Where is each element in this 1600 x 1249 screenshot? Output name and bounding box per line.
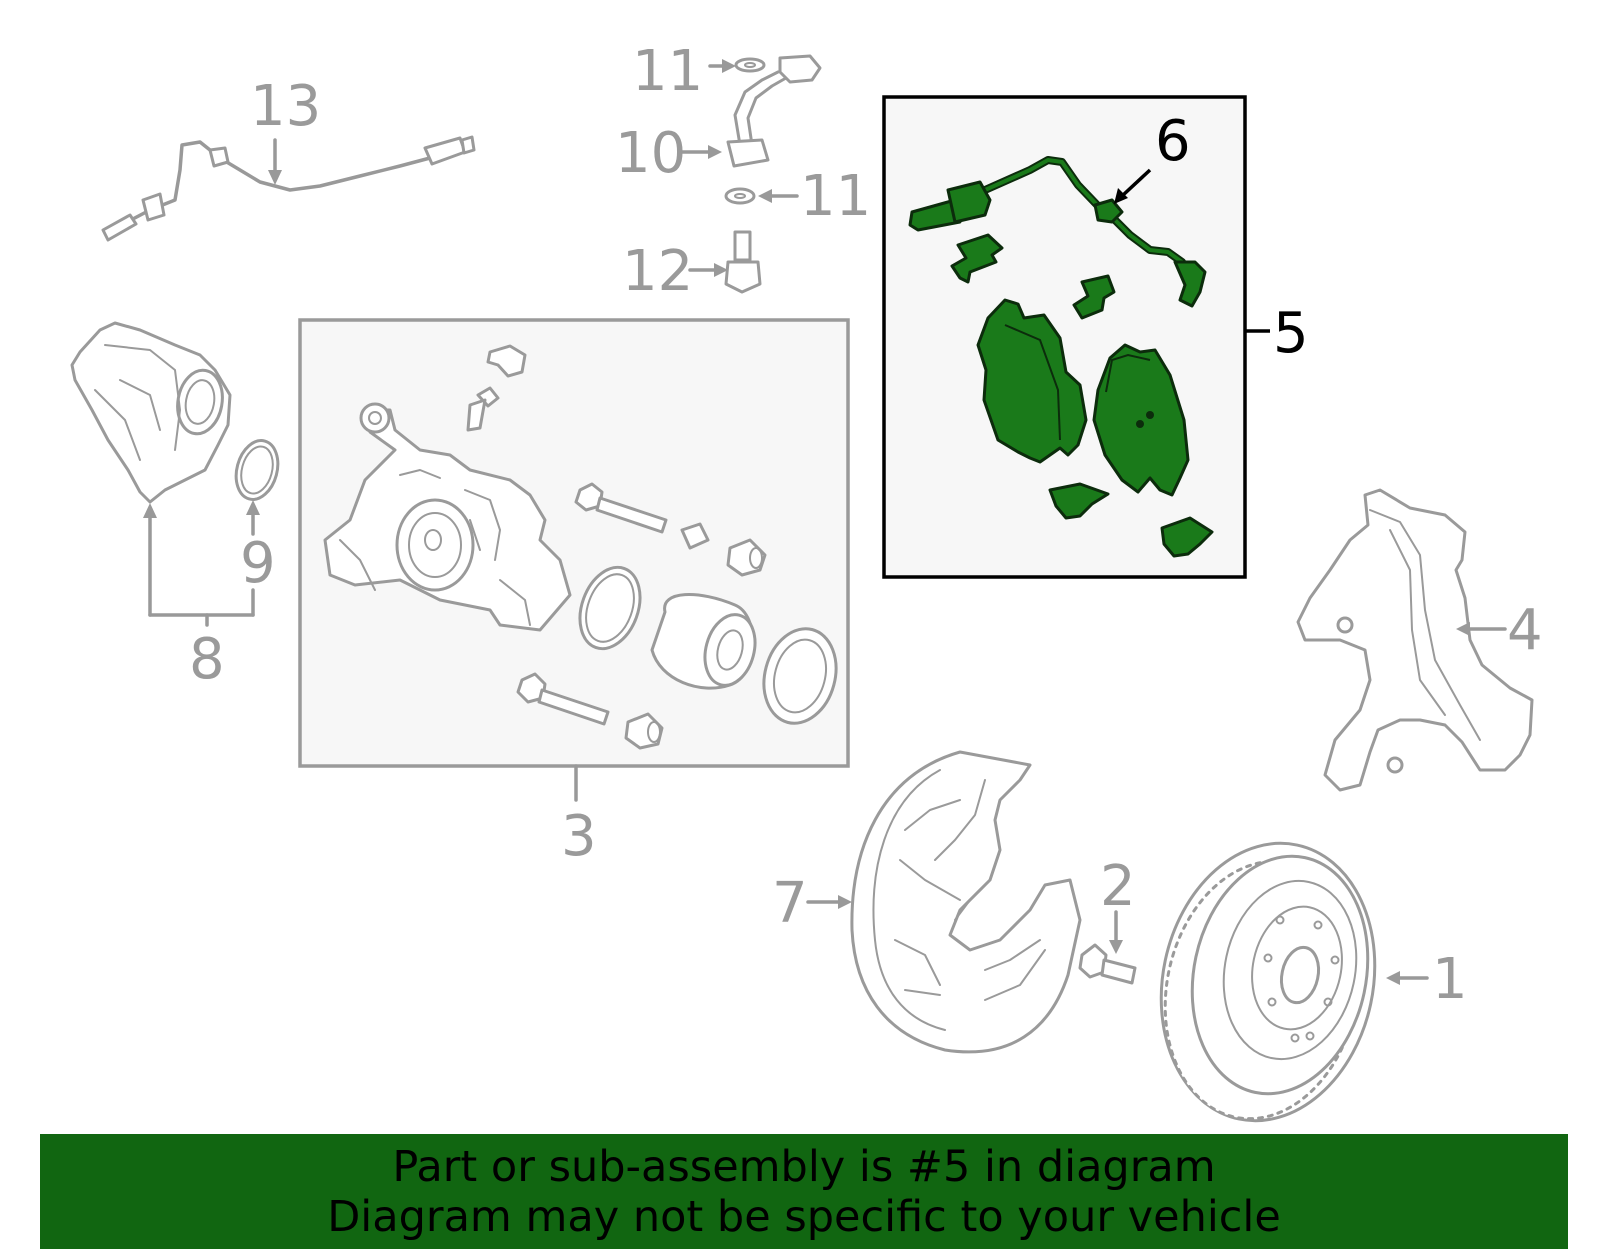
washer-upper (734, 57, 766, 73)
caliper-body (323, 402, 572, 632)
caliper-bracket (1296, 488, 1534, 792)
wheel-speed-sensor (101, 135, 476, 242)
brake-hose (726, 54, 822, 168)
rotor-screw (1078, 943, 1137, 985)
callout-11-lower: 11 (800, 164, 871, 229)
callout-10: 10 (615, 121, 686, 186)
splash-shield (850, 750, 1082, 1054)
info-banner: Part or sub-assembly is #5 in diagram Di… (40, 1134, 1568, 1249)
pad-clip-lower-right (1160, 516, 1214, 558)
callout-12: 12 (622, 239, 693, 304)
callout-2: 2 (1100, 854, 1136, 919)
callout-1: 1 (1432, 947, 1468, 1012)
guide-bushing-lower (624, 712, 664, 750)
guide-pin-upper (574, 482, 668, 534)
piston-boot (762, 627, 838, 725)
callout-13: 13 (250, 74, 321, 139)
banner-line-1: Part or sub-assembly is #5 in diagram (392, 1141, 1216, 1192)
caliper-piston (650, 593, 757, 690)
wear-sensor (908, 156, 1207, 308)
callout-8: 8 (189, 627, 225, 692)
brake-rotor (1159, 841, 1377, 1123)
callout-4: 4 (1507, 598, 1543, 663)
bleeder-valve (466, 386, 500, 432)
callout-7: 7 (772, 871, 808, 936)
washer-lower (724, 187, 756, 205)
banjo-bolt (724, 230, 762, 294)
callout-11-upper: 11 (632, 39, 703, 104)
guide-pin-lower (516, 672, 610, 726)
o-ring (234, 439, 280, 501)
brake-pad-inner (1092, 343, 1190, 497)
callout-9: 9 (240, 531, 276, 596)
callout-6: 6 (1155, 109, 1191, 174)
parking-brake-actuator (70, 321, 232, 504)
pad-clip-upper-left (950, 233, 1004, 284)
bleeder-cap (486, 344, 527, 378)
callout-5: 5 (1273, 301, 1309, 366)
piston-seal (578, 565, 642, 651)
brake-pad-outer (976, 298, 1088, 464)
guide-bushing-upper (726, 538, 767, 577)
callout-3: 3 (561, 804, 597, 869)
banner-line-2: Diagram may not be specific to your vehi… (327, 1191, 1281, 1242)
pad-clip-lower-left (1048, 482, 1110, 520)
guide-pin-boot-upper (680, 522, 710, 550)
pad-clip-upper-right (1072, 274, 1116, 320)
